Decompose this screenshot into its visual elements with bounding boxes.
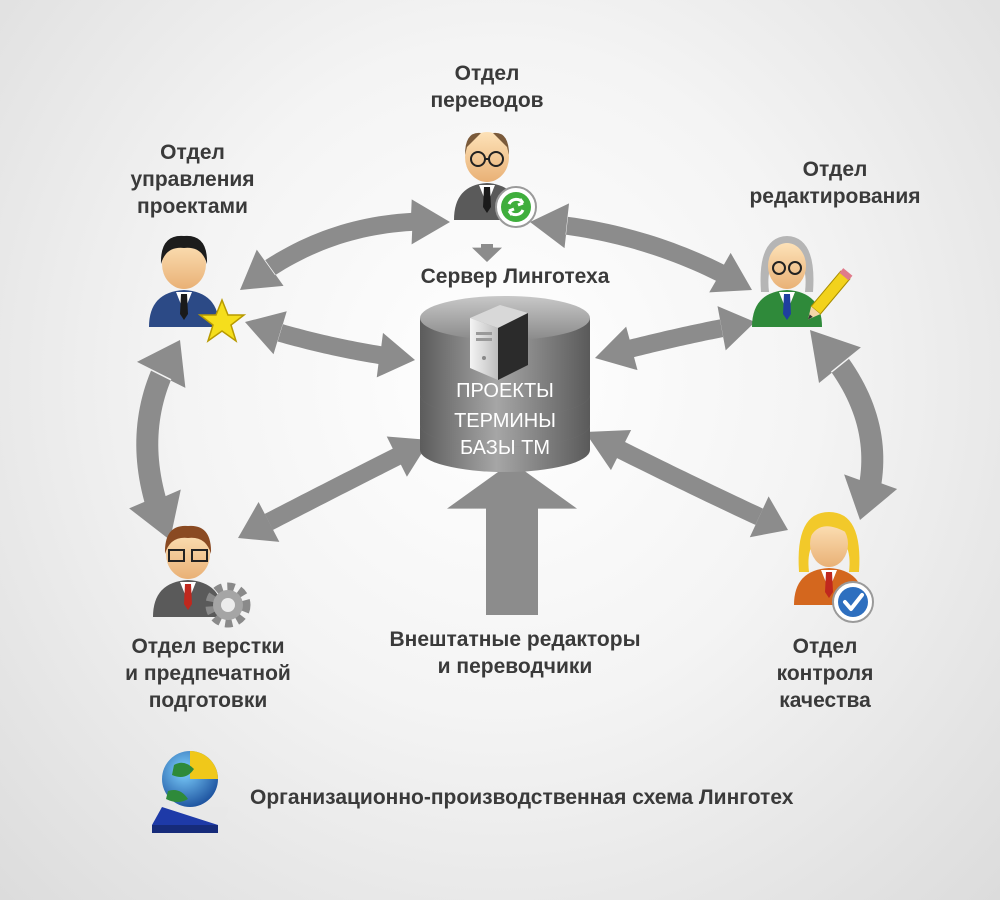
globe-book-icon <box>152 751 228 833</box>
arrow-editing-quality <box>810 330 898 520</box>
translation-dept-label: Отдел переводов <box>412 60 562 114</box>
arrow-editing-server <box>595 306 755 371</box>
label-line: Отдел <box>454 62 520 85</box>
server-layer-projects: ПРОЕКТЫ <box>456 380 554 402</box>
layout-dept-label: Отдел верстки и предпечатной подготовки <box>98 633 318 714</box>
server-title: Сервер Линготеха <box>420 265 610 288</box>
label-line: подготовки <box>148 689 268 712</box>
label-line: Отдел <box>802 158 868 181</box>
arrow-pm-translation <box>240 199 450 290</box>
freelancers-label: Внештатные редакторы и переводчики <box>360 626 670 680</box>
label-line: управления <box>130 168 255 191</box>
editing-dept-label: Отдел редактирования <box>730 156 940 210</box>
diagram-caption: Организационно-производственная схема Ли… <box>250 786 794 809</box>
label-line: и переводчики <box>437 655 593 678</box>
project-management-dept-label: Отдел управления проектами <box>110 139 275 220</box>
server-layer-terms: ТЕРМИНЫ <box>454 410 556 432</box>
label-line: качества <box>779 689 871 712</box>
translation-person-icon <box>454 132 520 220</box>
label-line: проектами <box>137 195 248 218</box>
label-line: контроля <box>776 662 874 685</box>
label-line: Отдел <box>160 141 225 164</box>
quality-dept-label: Отдел контроля качества <box>750 633 900 714</box>
label-line: Отдел <box>792 635 858 658</box>
arrow-translation-editing <box>530 203 752 293</box>
project-manager-person-icon <box>149 235 219 327</box>
label-line: Внештатные редакторы <box>389 628 641 651</box>
arrow-translation-server <box>472 244 502 262</box>
arrow-freelancers-server <box>447 462 577 615</box>
editor-person-icon <box>752 236 822 327</box>
label-line: и предпечатной <box>125 662 291 685</box>
layout-person-icon <box>153 525 223 617</box>
checkmark-icon <box>832 581 874 623</box>
refresh-icon <box>495 186 537 228</box>
label-line: переводов <box>430 89 544 112</box>
label-line: Отдел верстки <box>131 635 285 658</box>
arrow-layout-server <box>238 436 430 542</box>
label-line: редактирования <box>749 185 921 208</box>
pencil-icon <box>808 268 853 320</box>
arrow-quality-server <box>585 429 788 538</box>
arrow-layer <box>129 199 898 615</box>
gear-icon <box>205 582 251 628</box>
server-tower-icon <box>470 305 528 380</box>
server-layer-tm-bases: БАЗЫ ТМ <box>460 437 550 459</box>
server-cylinder: ПРОЕКТЫ ТЕРМИНЫ БАЗЫ ТМ <box>420 296 590 472</box>
star-icon <box>197 297 247 343</box>
arrow-pm-layout <box>129 340 186 540</box>
arrow-pm-server <box>245 311 415 378</box>
